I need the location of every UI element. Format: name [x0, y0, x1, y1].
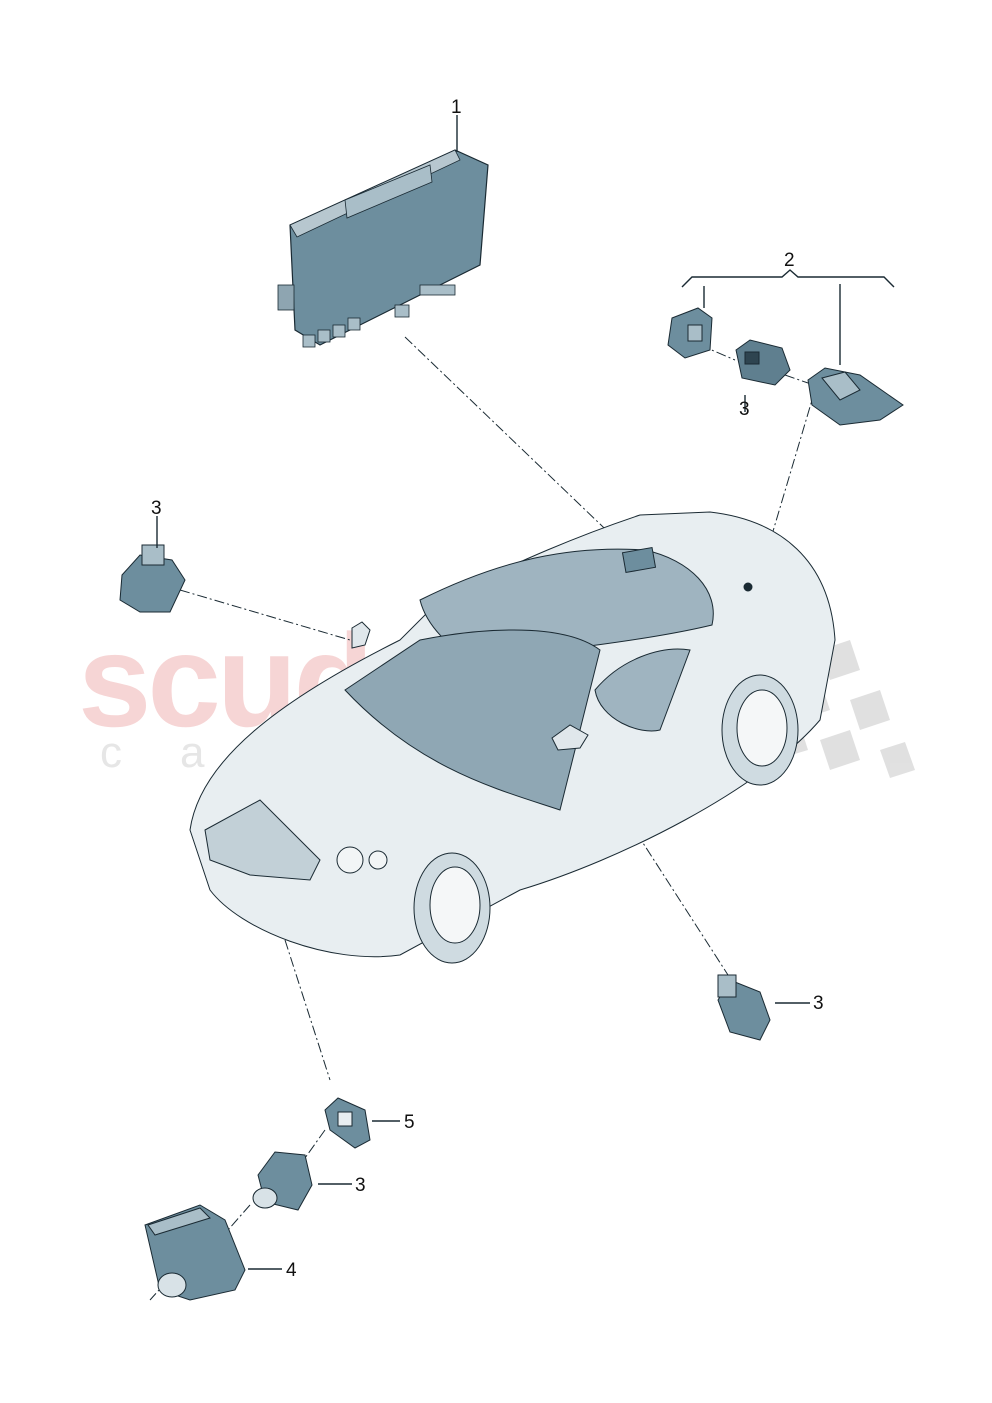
part-1-control-unit [277, 115, 489, 348]
part-5-bracket [324, 1097, 400, 1149]
part-3-left-mirror-camera [119, 516, 186, 613]
car-body [189, 511, 836, 964]
part-2-bracket-assembly [681, 269, 895, 412]
callout-3-front: 3 [355, 1175, 366, 1196]
part-2-clip [667, 307, 713, 359]
part-3-front-camera [252, 1151, 352, 1211]
part-3-rear-camera [735, 339, 791, 386]
callout-3-rear: 3 [739, 399, 750, 420]
callout-3-left-mirror: 3 [151, 498, 162, 519]
callout-2: 2 [784, 250, 795, 271]
callout-4: 4 [286, 1260, 297, 1281]
part-2-housing [807, 367, 904, 426]
callout-3-right-mirror: 3 [813, 993, 824, 1014]
part-3-right-mirror-camera [717, 974, 810, 1041]
callout-1: 1 [451, 97, 462, 118]
part-4-housing [144, 1204, 282, 1301]
callout-5: 5 [404, 1112, 415, 1133]
